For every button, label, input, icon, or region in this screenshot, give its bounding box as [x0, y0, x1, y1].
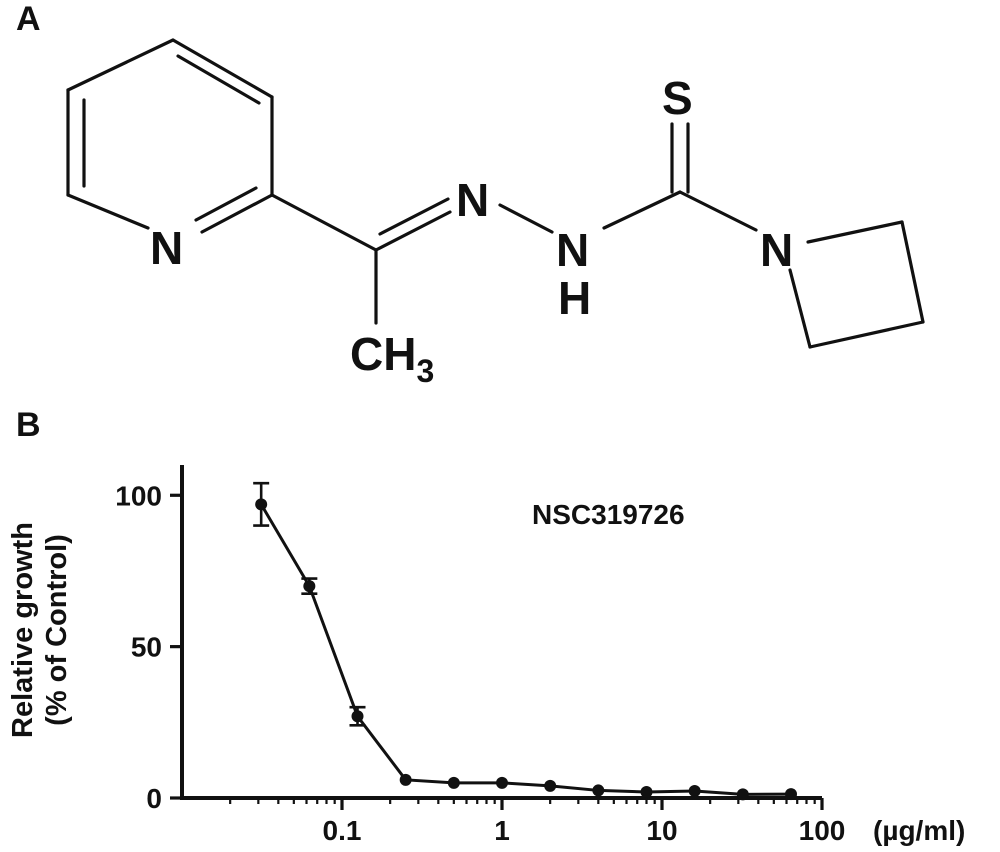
ring-bond: [200, 193, 274, 234]
c-n-double-bond: [374, 210, 452, 252]
x-tick-label: 100: [799, 815, 846, 846]
data-point: [255, 498, 268, 511]
pyridine-n-atom: N: [150, 222, 183, 274]
x-tick-label: 10: [646, 815, 677, 846]
methyl-c-text: CH: [350, 328, 416, 380]
x-tick-label: 0.1: [323, 815, 362, 846]
hydrazine-h-atom: H: [558, 272, 591, 324]
c-n-double-bond: [378, 197, 450, 236]
y-tick-label: 0: [146, 783, 162, 814]
n-n-bond: [498, 203, 554, 234]
data-point: [640, 785, 653, 798]
n-c-bond: [602, 190, 682, 230]
ring-double-bond-inner: [176, 54, 261, 105]
panel-b-label: B: [16, 406, 41, 444]
panel-a-label: A: [16, 0, 41, 38]
azetidine-bond: [900, 220, 925, 324]
chemical-structure: N N N H S N CH3: [66, 38, 925, 389]
data-series: [253, 481, 797, 801]
data-point: [736, 788, 749, 801]
y-axis-title-line2: (% of Control): [41, 534, 73, 726]
x-axis-unit-label: (µg/ml): [873, 815, 965, 846]
methyl-subscript: 3: [416, 353, 434, 389]
ring-bond: [66, 193, 150, 230]
methyl-group: CH3: [350, 328, 434, 389]
azetidine-bond: [806, 220, 904, 244]
ring-bond: [66, 38, 175, 92]
hydrazine-n-atom: N: [556, 224, 589, 276]
axis-ticks: 0 50 100 0.1 1 10 100: [115, 480, 845, 846]
y-axis-title-line1: Relative growth: [7, 522, 39, 738]
ring-to-imine-carbon-bond: [270, 193, 378, 252]
series-line: [259, 503, 791, 796]
azetidine-bond: [808, 320, 925, 349]
data-point: [784, 788, 797, 801]
y-tick-label: 100: [115, 480, 162, 511]
azetidine-bond: [788, 268, 812, 349]
data-point: [592, 784, 605, 797]
data-point: [496, 776, 508, 789]
imine-n-atom: N: [456, 174, 489, 226]
data-point: [303, 580, 316, 593]
ring-double-bond-inner: [194, 186, 258, 222]
growth-chart: 0 50 100 0.1 1 10 100 NSC319726 (µg/ml) Relati…: [7, 465, 965, 846]
azetidine-n-atom: N: [760, 224, 793, 276]
y-axis-title: Relative growth (% of Control): [7, 522, 73, 738]
x-tick-label: 1: [494, 815, 510, 846]
thione-s-atom: S: [662, 72, 693, 124]
data-point: [351, 710, 364, 723]
ring-bond: [171, 38, 274, 99]
y-tick-label: 50: [131, 632, 162, 663]
data-point: [544, 779, 557, 792]
series-label: NSC319726: [532, 499, 685, 530]
c-n-bond: [678, 190, 758, 232]
data-point: [399, 773, 412, 786]
data-point: [447, 776, 460, 789]
data-point: [688, 785, 701, 798]
